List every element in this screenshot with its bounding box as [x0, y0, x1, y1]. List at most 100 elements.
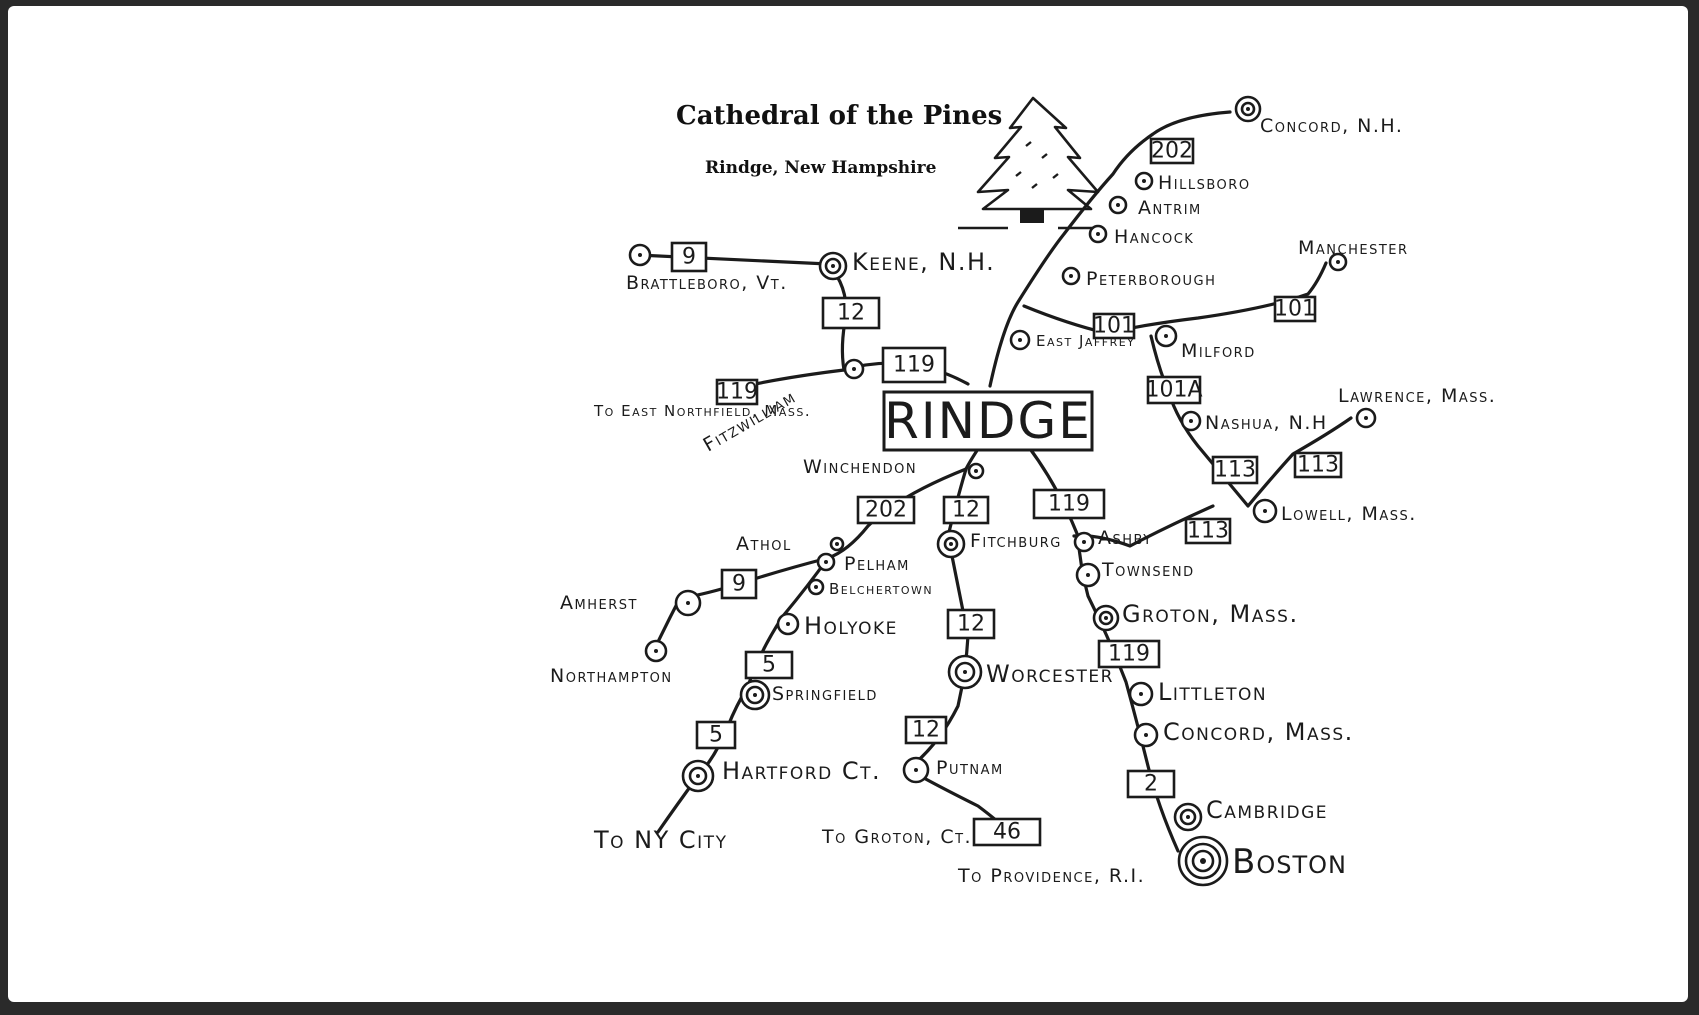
- route-shield: 101A: [1145, 375, 1203, 405]
- route-shield: 5: [744, 650, 794, 680]
- postcard: Cathedral of the Pines Rindge, New Hamps…: [8, 6, 1688, 1002]
- town-marker: [1133, 722, 1159, 748]
- label-concord-mass: Concord, Mass.: [1163, 718, 1354, 746]
- label-hartford: Hartford Ct.: [722, 757, 881, 785]
- town-marker: [967, 462, 985, 480]
- town-marker: [829, 536, 845, 552]
- town-marker: [818, 251, 848, 281]
- label-providence: To Providence, R.I.: [957, 865, 1145, 887]
- town-marker: [1108, 195, 1128, 215]
- label-lawrence: Lawrence, Mass.: [1338, 385, 1496, 407]
- label-amherst: Amherst: [560, 592, 638, 614]
- svg-text:113: 113: [1214, 458, 1256, 483]
- route-shield: 9: [720, 568, 758, 600]
- route-shield: 12: [821, 296, 881, 330]
- route-shield: 119: [1097, 639, 1161, 669]
- route-shield: 202: [1149, 137, 1195, 165]
- route-map: Cathedral of the Pines Rindge, New Hamps…: [550, 95, 1496, 887]
- route-shield: 202: [856, 495, 916, 525]
- label-nashua: Nashua, N.H: [1205, 412, 1328, 434]
- town-marker: [1252, 498, 1278, 524]
- town-marker: [902, 756, 930, 784]
- svg-text:113: 113: [1187, 519, 1229, 544]
- town-marker: [1009, 329, 1031, 351]
- town-markers: [628, 95, 1377, 887]
- route-shield: 12: [942, 495, 990, 525]
- town-marker: [681, 759, 715, 793]
- label-holyoke: Holyoke: [804, 612, 898, 640]
- label-pelham: Pelham: [844, 553, 910, 575]
- svg-text:RINDGE: RINDGE: [884, 392, 1092, 450]
- town-marker: [1061, 266, 1081, 286]
- town-marker: [1355, 407, 1377, 429]
- label-winchendon: Winchendon: [803, 456, 917, 478]
- town-marker: [628, 243, 652, 267]
- svg-text:9: 9: [682, 245, 696, 270]
- route-shield: 12: [946, 608, 996, 640]
- rindge-center-label: RINDGE: [882, 390, 1094, 452]
- svg-text:46: 46: [993, 820, 1021, 845]
- town-marker: [1154, 324, 1178, 348]
- route-shield: 9: [670, 241, 708, 273]
- svg-text:5: 5: [762, 653, 776, 678]
- label-belchertown: Belchertown: [829, 580, 933, 598]
- label-milford: Milford: [1181, 340, 1256, 362]
- label-putnam: Putnam: [936, 757, 1004, 779]
- route-shield: 119: [1032, 488, 1106, 520]
- route-shield: 119: [715, 378, 759, 406]
- town-marker: [947, 654, 983, 690]
- svg-text:101A: 101A: [1145, 378, 1202, 403]
- svg-text:202: 202: [865, 498, 907, 523]
- town-marker: [1328, 252, 1348, 272]
- map-title: Cathedral of the Pines: [676, 101, 1002, 131]
- svg-text:12: 12: [957, 612, 985, 637]
- label-northampton: Northampton: [550, 665, 673, 687]
- town-marker: [1088, 224, 1108, 244]
- label-lowell: Lowell, Mass.: [1281, 503, 1417, 525]
- town-marker: [816, 552, 836, 572]
- town-marker: [1180, 410, 1202, 432]
- label-antrim: Antrim: [1138, 197, 1202, 219]
- route-shield: 119: [881, 346, 947, 384]
- town-marker: [1234, 95, 1262, 123]
- label-nycity: To NY City: [593, 826, 727, 854]
- label-townsend: Townsend: [1101, 559, 1195, 581]
- town-marker: [1177, 835, 1229, 887]
- label-athol: Athol: [736, 533, 792, 555]
- route-shield: 101: [1092, 312, 1136, 340]
- town-marker: [776, 612, 800, 636]
- svg-text:5: 5: [709, 723, 723, 748]
- svg-text:101: 101: [1093, 314, 1135, 339]
- route-shield: 113: [1211, 455, 1259, 485]
- label-keene: Keene, N.H.: [852, 248, 995, 276]
- label-east-northfield: To East Northfield, Mass.: [593, 402, 811, 420]
- town-marker: [1173, 802, 1203, 832]
- town-marker: [807, 578, 825, 596]
- route-shield: 5: [695, 720, 737, 750]
- label-hillsboro: Hillsboro: [1158, 172, 1251, 194]
- svg-text:119: 119: [1108, 642, 1150, 667]
- town-marker: [1073, 531, 1095, 553]
- town-marker: [843, 358, 865, 380]
- svg-text:101: 101: [1274, 297, 1316, 322]
- svg-text:113: 113: [1297, 453, 1339, 478]
- label-groton-ct: To Groton, Ct.: [821, 826, 972, 848]
- route-shield: 46: [972, 817, 1042, 847]
- svg-text:2: 2: [1144, 772, 1158, 797]
- label-manchester: Manchester: [1298, 237, 1409, 259]
- label-peterborough: Peterborough: [1086, 268, 1216, 290]
- route-shield: 2: [1126, 769, 1176, 799]
- town-marker: [1092, 604, 1120, 632]
- town-marker: [1134, 171, 1154, 191]
- label-hancock: Hancock: [1114, 226, 1194, 248]
- label-springfield: Springfield: [772, 683, 878, 705]
- label-cambridge: Cambridge: [1206, 796, 1328, 824]
- svg-text:119: 119: [893, 353, 935, 378]
- town-marker: [674, 589, 702, 617]
- svg-text:119: 119: [1048, 492, 1090, 517]
- svg-text:12: 12: [837, 301, 865, 326]
- label-brattleboro: Brattleboro, Vt.: [626, 272, 788, 294]
- route-shield: 12: [904, 715, 948, 745]
- svg-text:12: 12: [912, 718, 940, 743]
- label-fitchburg: Fitchburg: [970, 530, 1062, 552]
